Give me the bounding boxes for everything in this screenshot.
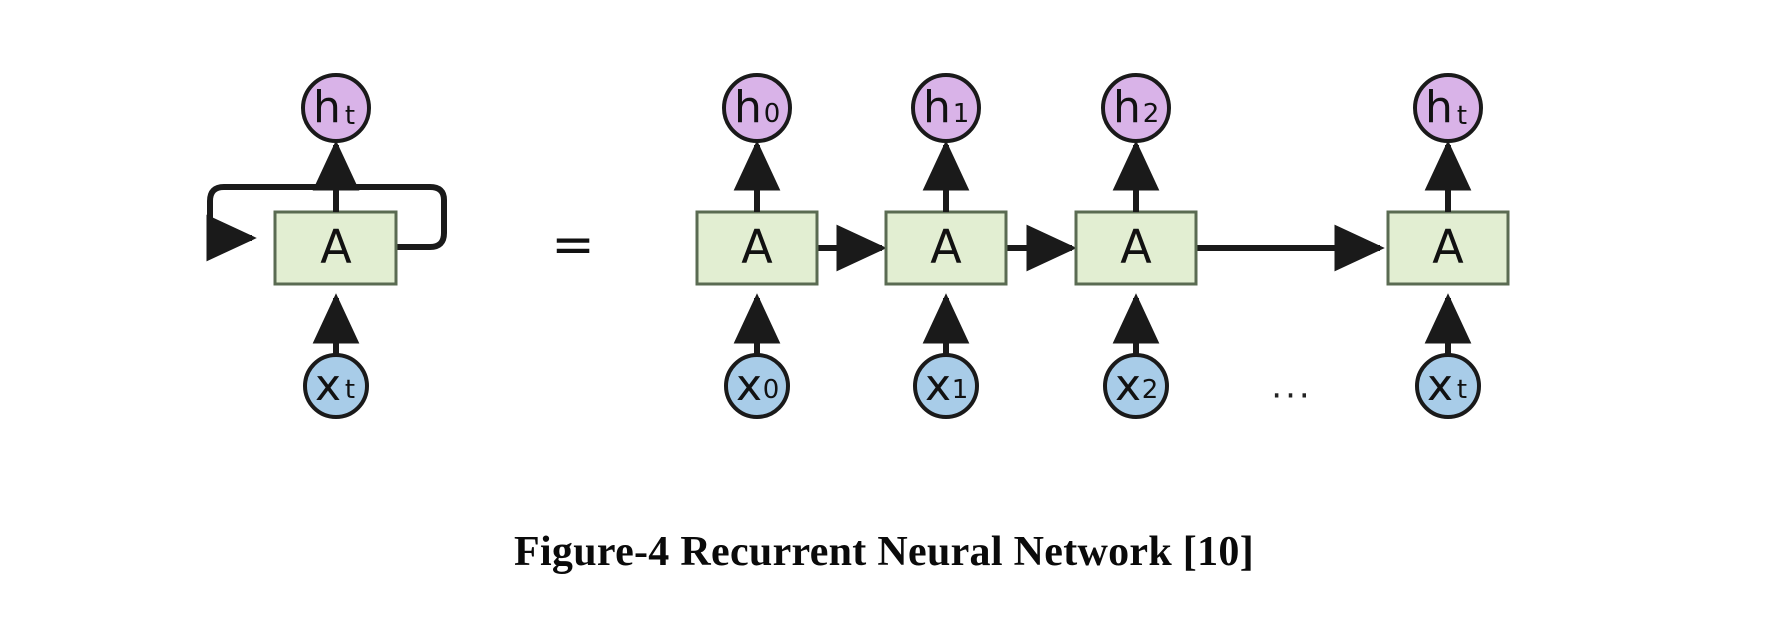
- rolled-input-symbol: x: [315, 360, 341, 411]
- rolled-input-node: [303, 353, 369, 419]
- rolled-cell-label: A: [320, 220, 352, 274]
- unrolled-cell-label-1: A: [930, 220, 962, 274]
- rolled-cell-box: [273, 210, 398, 286]
- rolled-output-symbol: h: [313, 82, 341, 133]
- unrolled-input-node-1: [913, 353, 979, 419]
- unrolled-output-node-0: [722, 73, 792, 143]
- unrolled-input-subscript-2: 2: [1142, 375, 1159, 405]
- unrolled-cell-box-0: [695, 210, 819, 286]
- unrolled-output-subscript-2: 2: [1143, 99, 1160, 129]
- unrolled-output-node-1: [911, 73, 981, 143]
- unrolled-input-node-t: [1415, 353, 1481, 419]
- sequence-ellipsis: ...: [1271, 367, 1312, 407]
- unrolled-step-2: A h 2 x 2: [1074, 73, 1198, 419]
- unrolled-output-symbol-0: h: [734, 82, 762, 133]
- unrolled-input-subscript-t: t: [1457, 375, 1467, 405]
- unrolled-cell-label-t: A: [1432, 220, 1464, 274]
- rolled-output-subscript: t: [345, 101, 355, 131]
- unrolled-rnn-group: A h 0 x 0 A h 1 x 1: [695, 73, 1510, 419]
- rolled-output-node: [301, 73, 371, 143]
- unrolled-input-node-0: [724, 353, 790, 419]
- rolled-input-subscript: t: [345, 375, 355, 405]
- unrolled-output-symbol-1: h: [923, 82, 951, 133]
- unrolled-output-subscript-1: 1: [953, 99, 970, 129]
- unrolled-output-node-t: [1413, 73, 1483, 143]
- unrolled-input-symbol-1: x: [925, 360, 951, 411]
- unrolled-input-symbol-2: x: [1115, 360, 1141, 411]
- rolled-rnn-group: A h t x t: [206, 73, 447, 419]
- unrolled-output-node-2: [1101, 73, 1171, 143]
- unrolled-input-subscript-1: 1: [952, 375, 969, 405]
- unrolled-output-subscript-t: t: [1457, 101, 1467, 131]
- unrolled-step-0: A h 0 x 0: [695, 73, 819, 419]
- unrolled-cell-label-2: A: [1120, 220, 1152, 274]
- unrolled-step-t: A h t x t: [1386, 73, 1510, 419]
- unrolled-input-symbol-0: x: [736, 360, 762, 411]
- unrolled-output-subscript-0: 0: [764, 99, 781, 129]
- equals-sign: =: [551, 215, 595, 275]
- unrolled-input-symbol-t: x: [1427, 360, 1453, 411]
- unrolled-output-symbol-t: h: [1425, 82, 1453, 133]
- unrolled-step-1: A h 1 x 1: [884, 73, 1008, 419]
- unrolled-cell-label-0: A: [741, 220, 773, 274]
- unrolled-cell-box-1: [884, 210, 1008, 286]
- unrolled-cell-box-2: [1074, 210, 1198, 286]
- unrolled-input-node-2: [1103, 353, 1169, 419]
- figure-caption: Figure-4 Recurrent Neural Network [10]: [514, 529, 1254, 575]
- unrolled-output-symbol-2: h: [1113, 82, 1141, 133]
- unrolled-input-subscript-0: 0: [763, 375, 780, 405]
